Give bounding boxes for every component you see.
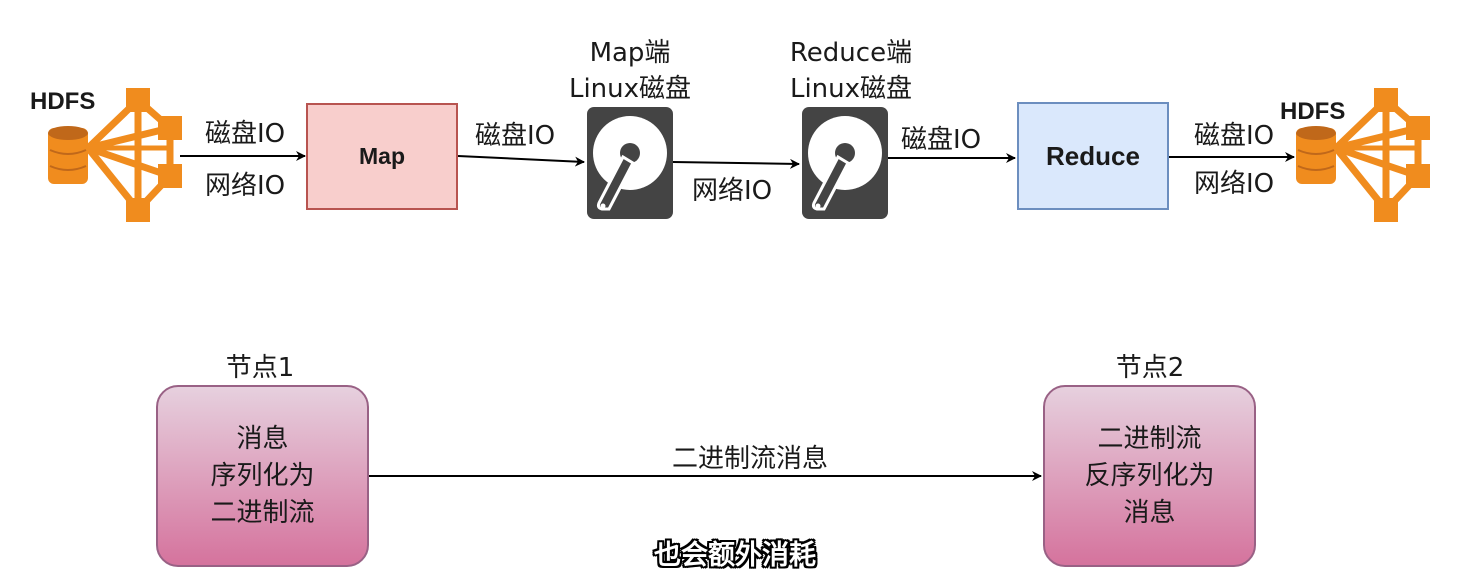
- video-subtitle: 也会额外消耗: [654, 540, 816, 571]
- reduce-box-label: Reduce: [1046, 140, 1140, 171]
- node2-line: 反序列化为: [1084, 460, 1215, 491]
- node1-box: 消息 序列化为 二进制流: [156, 385, 369, 567]
- edge-label-map-disk: 磁盘IO: [475, 121, 556, 151]
- map-disk-title-line1: Map端: [589, 38, 671, 68]
- reduce-disk-title-line2: Linux磁盘: [789, 74, 913, 104]
- map-box-label: Map: [359, 143, 405, 169]
- map-disk-title-line2: Linux磁盘: [568, 74, 692, 104]
- edge-label-hdfs-map-network: 网络IO: [205, 171, 286, 201]
- node2-title: 节点2: [1115, 353, 1185, 383]
- node1-line: 二进制流: [210, 497, 315, 528]
- edge-label-reduce-hdfs-network: 网络IO: [1194, 169, 1275, 199]
- node1-line: 消息: [236, 423, 289, 454]
- hdfs-right-title: HDFS: [1280, 98, 1346, 125]
- edge-label-reduce-hdfs-disk: 磁盘IO: [1194, 121, 1275, 151]
- node1-title: 节点1: [225, 353, 295, 383]
- edge-label-hdfs-map-disk: 磁盘IO: [205, 119, 286, 149]
- hdfs-cluster-icon: [1296, 88, 1430, 222]
- hdfs-left-title: HDFS: [30, 88, 96, 115]
- reduce-disk-title-line1: Reduce端: [789, 38, 913, 68]
- node2-line: 二进制流: [1097, 423, 1202, 454]
- node1-line: 序列化为: [210, 460, 315, 491]
- node2-box: 二进制流 反序列化为 消息: [1043, 385, 1256, 567]
- arrow-disk-to-disk: [672, 158, 800, 169]
- arrow-map-to-disk: [457, 155, 585, 167]
- reduce-box: Reduce: [1017, 102, 1169, 210]
- hdfs-cluster-icon: [48, 88, 182, 222]
- edge-label-disk-reduce: 磁盘IO: [901, 125, 982, 155]
- edge-label-disk-disk-network: 网络IO: [692, 176, 773, 206]
- hard-disk-icon: [587, 107, 673, 219]
- hard-disk-icon: [802, 107, 888, 219]
- node2-line: 消息: [1123, 497, 1176, 528]
- node-edge-label: 二进制流消息: [671, 444, 828, 474]
- map-box: Map: [306, 103, 458, 210]
